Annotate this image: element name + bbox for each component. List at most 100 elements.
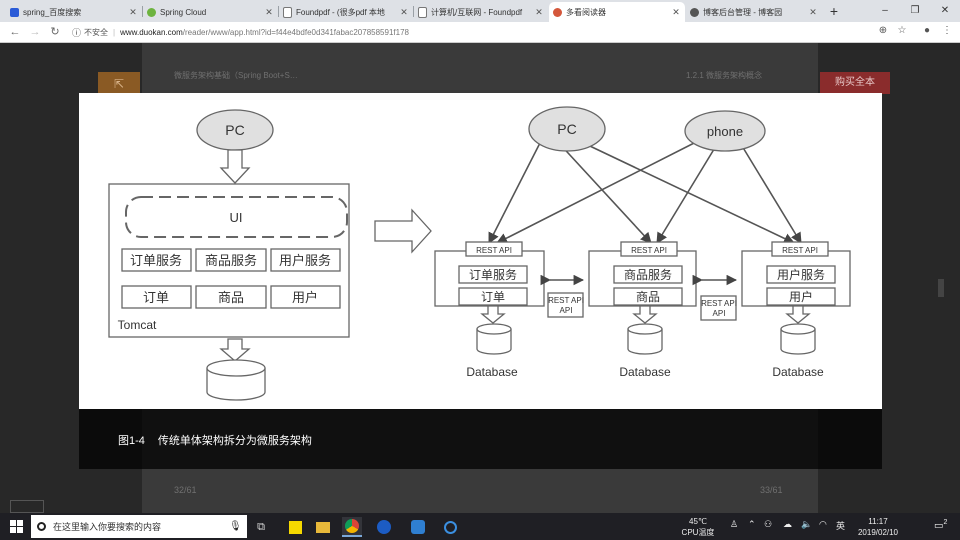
pc-node [528,106,606,152]
tab-cnblogs[interactable]: 博客后台管理 - 博客园 ✕ [686,2,822,22]
tab-foundpdf-category[interactable]: 计算机/互联网 - Foundpdf ✕ [414,2,548,22]
insecure-label: 不安全 [84,27,109,37]
new-tab-button[interactable]: + [829,3,839,19]
tab-duokan-reader[interactable]: 多看阅读器 ✕ [549,2,685,22]
page-number-right: 33/61 [760,485,783,495]
task-view-icon[interactable]: ⧉ [257,520,265,533]
bookmark-star-icon[interactable]: ☆ [897,25,907,36]
tab-baidu[interactable]: spring_百度搜索 ✕ [6,2,142,22]
architecture-diagram: PC UI 订单服务 商品服务 用户服务 订单 商品 用户 Tomcat PC … [108,106,851,401]
service-label: 订单服务 [469,267,517,282]
close-tab-icon[interactable]: ✕ [672,6,680,17]
api-label: API [560,306,573,315]
search-placeholder: 在这里输入你要搜索的内容 [53,522,162,532]
rest-api-label: REST API [631,246,667,255]
browser-toolbar: ← → ↻ ⓘ 不安全 | www.duokan.com /reader/www… [0,22,960,43]
chrome-icon[interactable] [342,517,362,537]
close-window-button[interactable]: ✕ [940,5,950,16]
clock-date: 2019/02/10 [857,528,899,537]
close-tab-icon[interactable]: ✕ [809,6,817,17]
notification-icon[interactable]: ▭2 [934,519,948,532]
system-clock[interactable]: 11:17 2019/02/10 [848,516,908,538]
ime-indicator[interactable]: 英 [836,521,846,531]
module-label: 订单 [481,290,505,304]
profile-icon[interactable]: ● [923,25,931,36]
cnblogs-icon [690,7,699,17]
phone-label: phone [707,124,743,139]
tomcat-label: Tomcat [118,318,157,332]
firefox-icon[interactable] [374,517,394,537]
tray-overflow-icon[interactable]: ⌃ [748,519,756,529]
close-tab-icon[interactable]: ✕ [400,6,408,17]
pc-label: PC [225,122,244,138]
database-label: Database [466,365,518,379]
document-icon [418,6,427,18]
duokan-icon [553,7,562,17]
vpn-icon[interactable] [408,517,428,537]
app-icon[interactable] [440,517,460,537]
tab-title: Foundpdf - (很多pdf 本地 [296,7,385,17]
address-bar[interactable]: ⓘ 不安全 | www.duokan.com /reader/www/app.h… [72,27,409,38]
module-label: 用户 [789,289,813,304]
down-arrow [219,338,251,362]
menu-icon[interactable]: ⋮ [942,25,952,36]
zoom-icon[interactable]: ⊕ [878,25,888,36]
ui-box [125,196,348,238]
baidu-paw-icon [10,7,19,17]
close-tab-icon[interactable]: ✕ [535,6,543,17]
volume-icon[interactable]: 🔈 [801,519,813,529]
windows-start-icon[interactable] [10,520,23,533]
tab-spring-cloud[interactable]: Spring Cloud ✕ [143,2,278,22]
module-label: 商品 [218,290,244,305]
module-label: 订单 [143,290,169,305]
cpu-temperature[interactable]: 45℃ CPU温度 [680,516,716,538]
file-explorer-icon[interactable] [313,517,333,537]
rest-api-label: REST API [782,246,818,255]
caption-text: 传统单体架构拆分为微服务架构 [157,435,312,447]
temperature-value: 45℃ [689,517,707,526]
tab-foundpdf[interactable]: Foundpdf - (很多pdf 本地 ✕ [279,2,413,22]
people-icon[interactable]: ♙ [730,519,739,529]
figure-lightbox[interactable]: PC UI 订单服务 商品服务 用户服务 订单 商品 用户 Tomcat PC … [79,93,882,409]
pc-label: PC [557,121,576,137]
chapter-title: 1.2.1 微服务架构概念 [686,71,763,80]
url-path: /reader/www/app.html?id=f44e4bdfe0d341fa… [182,27,409,37]
scrollbar[interactable] [938,279,944,297]
microphone-icon[interactable]: 🎙 [229,521,242,532]
page-thumbnail-box[interactable] [10,500,44,513]
close-tab-icon[interactable]: ✕ [265,6,273,17]
back-icon[interactable]: ← [9,26,21,38]
down-arrow [219,149,251,184]
service-label: 用户服务 [279,253,331,268]
module-label: 商品 [636,289,660,304]
close-tab-icon[interactable]: ✕ [129,6,137,17]
buy-full-button[interactable]: 购买全本 [820,72,890,94]
reader-menu-icon[interactable]: ⇱ [98,72,140,96]
rest-api-label: REST API [548,296,584,305]
caption-number: 图1-4 [118,435,145,447]
phone-node [684,110,766,152]
taskbar-search[interactable]: 在这里输入你要搜索的内容 🎙 [31,515,247,538]
network-icon[interactable]: ⚇ [764,519,773,529]
service-label: 用户服务 [777,267,825,282]
tab-strip: spring_百度搜索 ✕ Spring Cloud ✕ Foundpdf - … [0,0,960,22]
minimize-button[interactable]: – [882,5,888,16]
info-icon[interactable]: ⓘ [72,27,82,38]
maximize-button[interactable]: ❐ [910,5,920,16]
rest-api-label: REST API [476,246,512,255]
sticky-notes-icon[interactable] [285,517,305,537]
forward-icon[interactable]: → [29,26,41,38]
document-icon [283,6,292,18]
database-label: Database [772,365,824,379]
rest-api-label: REST API [701,299,737,308]
cloud-icon[interactable]: ☁ [783,519,792,529]
figure-caption: 图1-4 传统单体架构拆分为微服务架构 [118,432,312,448]
wifi-icon[interactable]: ◠ [819,519,827,529]
url-host: www.duokan.com [120,27,183,37]
clock-time: 11:17 [868,517,888,526]
reload-icon[interactable]: ↻ [50,26,60,38]
tab-title: 博客后台管理 - 博客园 [703,7,783,17]
tab-title: spring_百度搜索 [23,7,82,17]
notification-count: 2 [943,519,948,526]
tab-title: Spring Cloud [160,7,207,17]
